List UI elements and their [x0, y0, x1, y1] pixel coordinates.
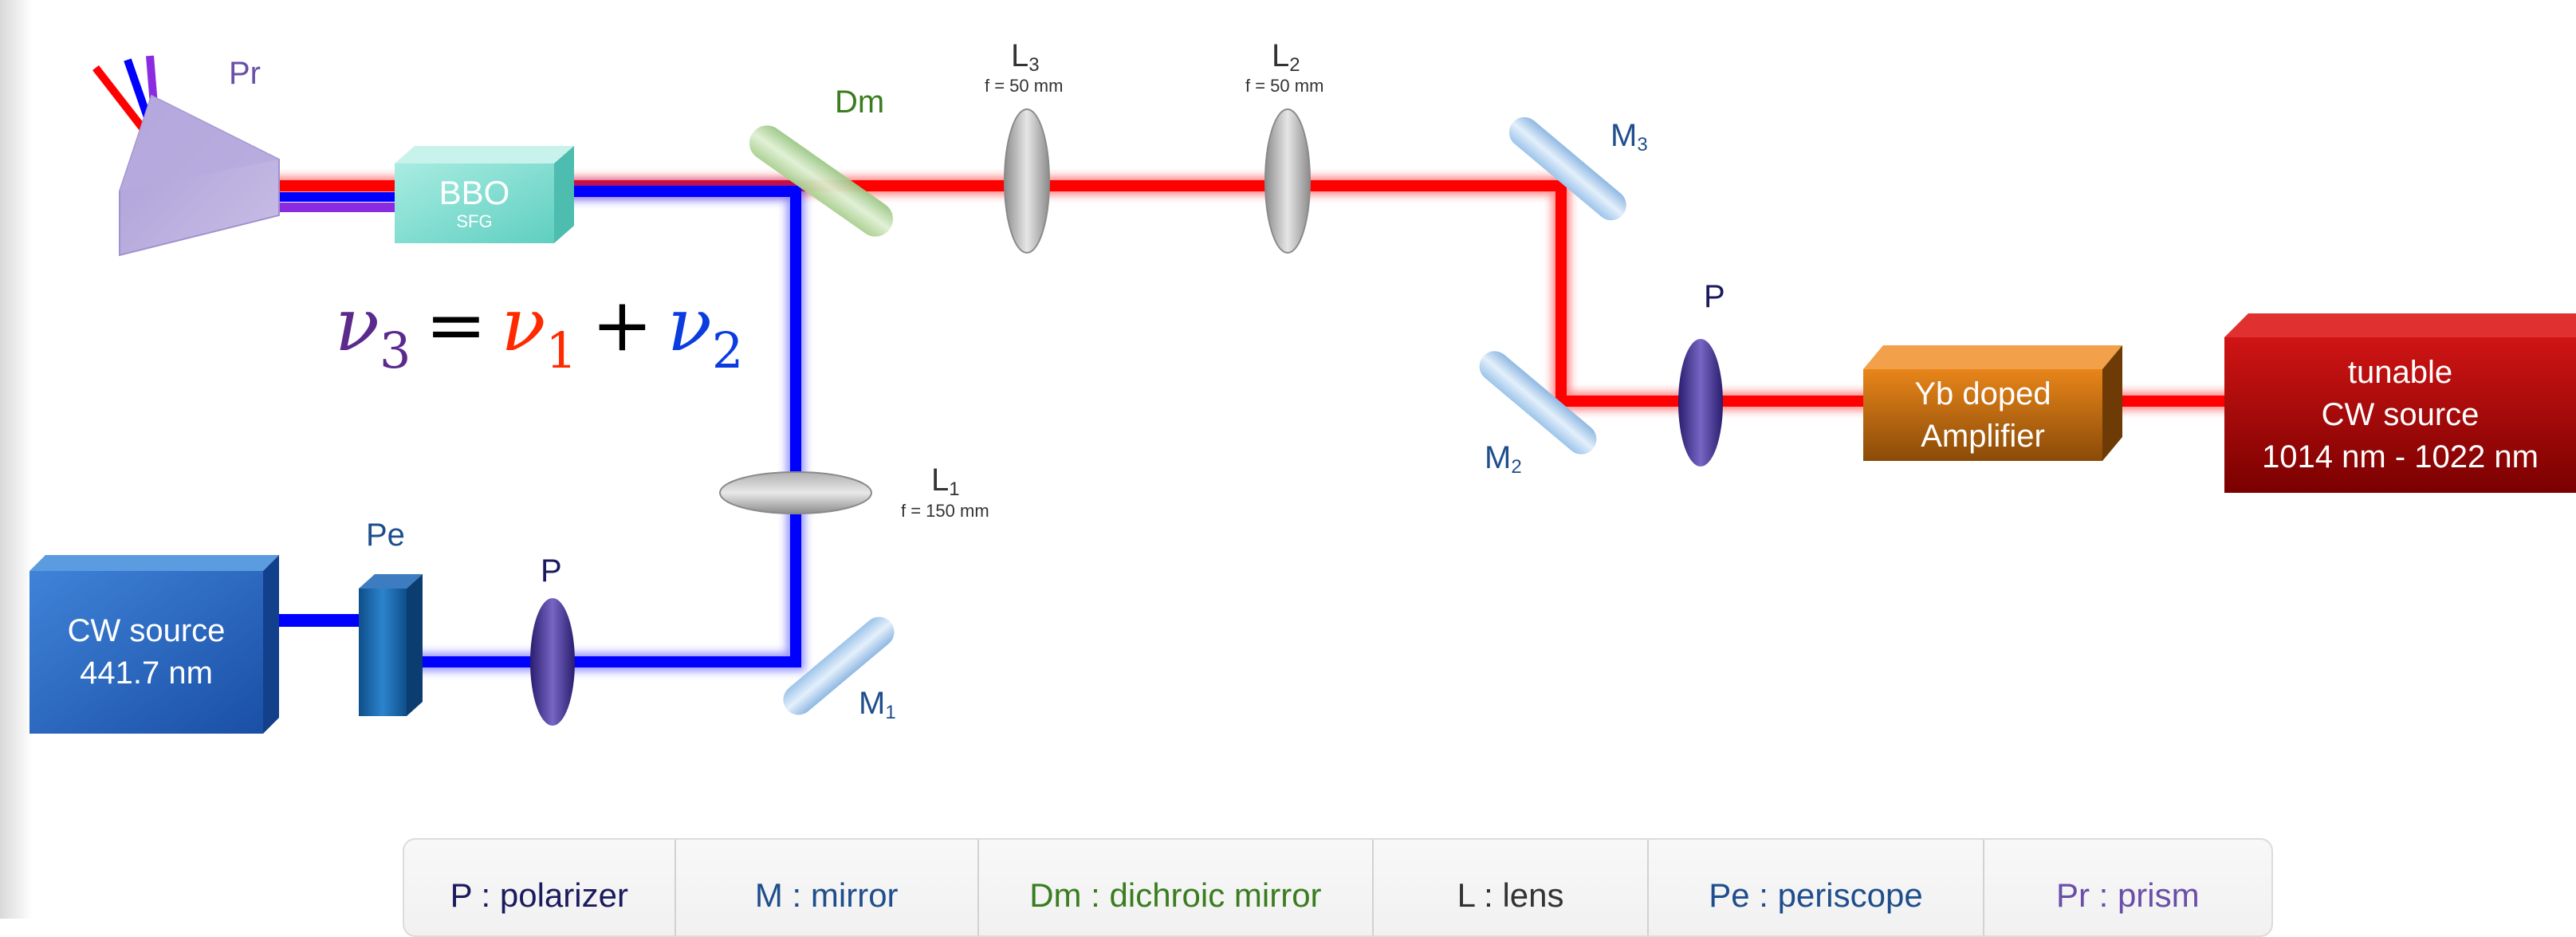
mirror-m3-label: M3: [1610, 118, 1648, 156]
lens-l1: [719, 471, 872, 514]
legend-item-lens: L : lens: [1374, 840, 1650, 935]
bbo-crystal: [395, 146, 574, 243]
equation-plus: +: [591, 282, 653, 368]
tunable-source-label-block: tunable CW source 1014 nm - 1022 nm: [2224, 337, 2576, 493]
lens-l2: [1264, 108, 1311, 254]
mirror-m2-label: M2: [1485, 440, 1522, 478]
lens-l3-focal: f = 50 mm: [985, 76, 1064, 96]
tunable-source-line-1: tunable: [2347, 355, 2453, 390]
frequency-sum-equation: ν3=ν1+ν2: [335, 289, 743, 376]
lens-l1-focal: f = 150 mm: [901, 501, 989, 521]
tunable-source-box: [2224, 313, 2576, 493]
amplifier-line-1: Yb doped: [1914, 376, 2051, 411]
cw-source-label-block: CW source 441.7 nm: [29, 571, 263, 734]
dichroic-label: Dm: [835, 85, 885, 120]
periscope-label: Pe: [366, 518, 405, 553]
bbo-label: BBO: [439, 174, 510, 211]
prism-label: Pr: [229, 56, 261, 91]
amplifier-line-2: Amplifier: [1921, 418, 2045, 454]
cw-source-box: [29, 555, 279, 734]
legend-item-prism: Pr : prism: [2055, 876, 2200, 914]
equation-lhs: ν3: [335, 282, 411, 380]
polarizer-blue-label: P: [541, 553, 562, 589]
mirror-m1: [783, 616, 895, 715]
mirror-m1-label: M1: [859, 686, 896, 723]
lens-l3-label: L3: [1011, 38, 1040, 76]
dichroic-mirror: [749, 125, 893, 237]
tunable-source-line-3: 1014 nm - 1022 nm: [2262, 439, 2539, 474]
polarizer-red-label: P: [1704, 279, 1725, 314]
lens-l3: [1004, 108, 1050, 254]
bbo-sublabel: SFG: [456, 211, 493, 231]
legend-item-dichroic-mirror: Dm : dichroic mirror: [979, 840, 1374, 935]
prism: [119, 94, 280, 257]
blue-beam: [271, 182, 805, 671]
amplifier-box: [1863, 345, 2122, 461]
mirror-m2: [1479, 351, 1597, 455]
cw-source-line-2: 441.7 nm: [80, 656, 213, 691]
equation-term-1: ν1: [501, 282, 577, 380]
equation-term-2: ν2: [667, 282, 744, 380]
bbo-label-block: BBO SFG: [395, 163, 554, 243]
legend-item-polarizer: P : polarizer: [404, 840, 676, 935]
left-edge-shadow: [0, 0, 32, 919]
lens-l2-focal: f = 50 mm: [1245, 76, 1324, 96]
tunable-source-line-2: CW source: [2321, 397, 2480, 432]
mirror-m3: [1508, 116, 1626, 221]
optical-setup-diagram: [29, 55, 2576, 734]
legend-item-periscope: Pe : periscope: [1649, 840, 1984, 935]
legend-item-mirror: M : mirror: [676, 840, 979, 935]
amplifier-label-block: Yb doped Amplifier: [1863, 369, 2102, 461]
equation-equals: =: [425, 282, 487, 368]
polarizer-blue-path: [530, 598, 575, 726]
cw-source-line-1: CW source: [67, 613, 226, 648]
lens-l1-label: L1: [931, 463, 960, 500]
polarizer-red-path: [1678, 339, 1723, 467]
periscope: [359, 574, 423, 716]
legend: P : polarizer M : mirror Dm : dichroic m…: [403, 838, 2273, 937]
lens-l2-label: L2: [1272, 38, 1300, 76]
